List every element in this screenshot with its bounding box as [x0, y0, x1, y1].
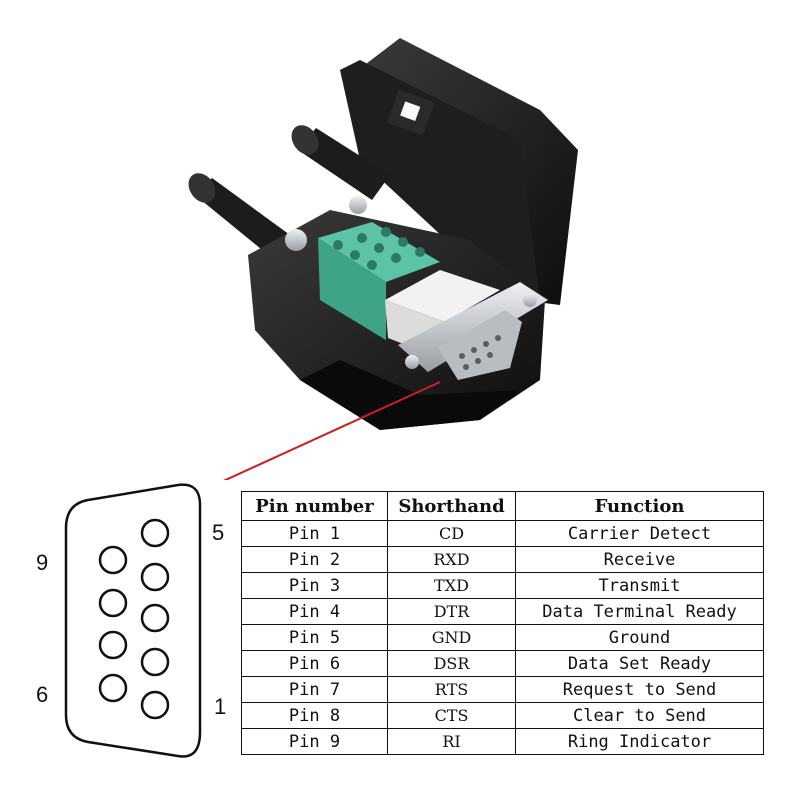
pin-hole-7: [98, 630, 128, 660]
pin-number-cell: Pin 1: [241, 520, 388, 547]
shorthand-cell: CTS: [387, 702, 516, 729]
pin-holes: [98, 518, 170, 720]
pin-hole-3: [140, 603, 170, 633]
function-cell: Carrier Detect: [515, 520, 764, 547]
pin-number-cell: Pin 6: [241, 650, 388, 677]
shorthand-cell: CD: [387, 520, 516, 547]
pin-number-cell: Pin 7: [241, 676, 388, 703]
pin-hole-8: [98, 588, 128, 618]
pin-number-cell: Pin 4: [241, 598, 388, 625]
shorthand-cell: RTS: [387, 676, 516, 703]
table-header-row: Pin number Shorthand Function: [241, 491, 764, 521]
function-cell: Receive: [515, 546, 764, 573]
pin-hole-4: [140, 562, 170, 592]
db9-connector-photo: [188, 38, 578, 480]
header-function: Function: [515, 491, 764, 521]
function-cell: Clear to Send: [515, 702, 764, 729]
function-cell: Ground: [515, 624, 764, 651]
pin-hole-2: [140, 647, 170, 677]
function-cell: Transmit: [515, 572, 764, 599]
pin-label-5: 5: [212, 520, 225, 545]
db9-female-shell: [385, 270, 548, 380]
shorthand-cell: DSR: [387, 650, 516, 677]
shorthand-cell: RXD: [387, 546, 516, 573]
callout-arrow: [223, 381, 441, 480]
thumbscrew-knobs: [188, 125, 390, 258]
pin-hole-1: [140, 690, 170, 720]
shorthand-cell: TXD: [387, 572, 516, 599]
pin-number-cell: Pin 8: [241, 702, 388, 729]
shorthand-cell: DTR: [387, 598, 516, 625]
shorthand-cell: GND: [387, 624, 516, 651]
pin-number-cell: Pin 9: [241, 728, 388, 755]
pin-hole-9: [98, 545, 128, 575]
function-cell: Ring Indicator: [515, 728, 764, 755]
pin-hole-6: [98, 673, 128, 703]
pin-label-6: 6: [36, 682, 49, 707]
header-pin-number: Pin number: [241, 491, 388, 521]
terminal-blocks: [285, 196, 440, 340]
pin-label-9: 9: [36, 550, 49, 575]
shorthand-cell: RI: [387, 728, 516, 755]
pin-number-cell: Pin 5: [241, 624, 388, 651]
function-cell: Request to Send: [515, 676, 764, 703]
housing-lid: [340, 38, 578, 305]
pin-label-1: 1: [214, 694, 227, 719]
header-shorthand: Shorthand: [387, 491, 516, 521]
function-cell: Data Terminal Ready: [515, 598, 764, 625]
pin-number-cell: Pin 3: [241, 572, 388, 599]
pin-number-cell: Pin 2: [241, 546, 388, 573]
pin-hole-5: [140, 518, 170, 548]
connector-outline: [64, 483, 202, 758]
function-cell: Data Set Ready: [515, 650, 764, 677]
